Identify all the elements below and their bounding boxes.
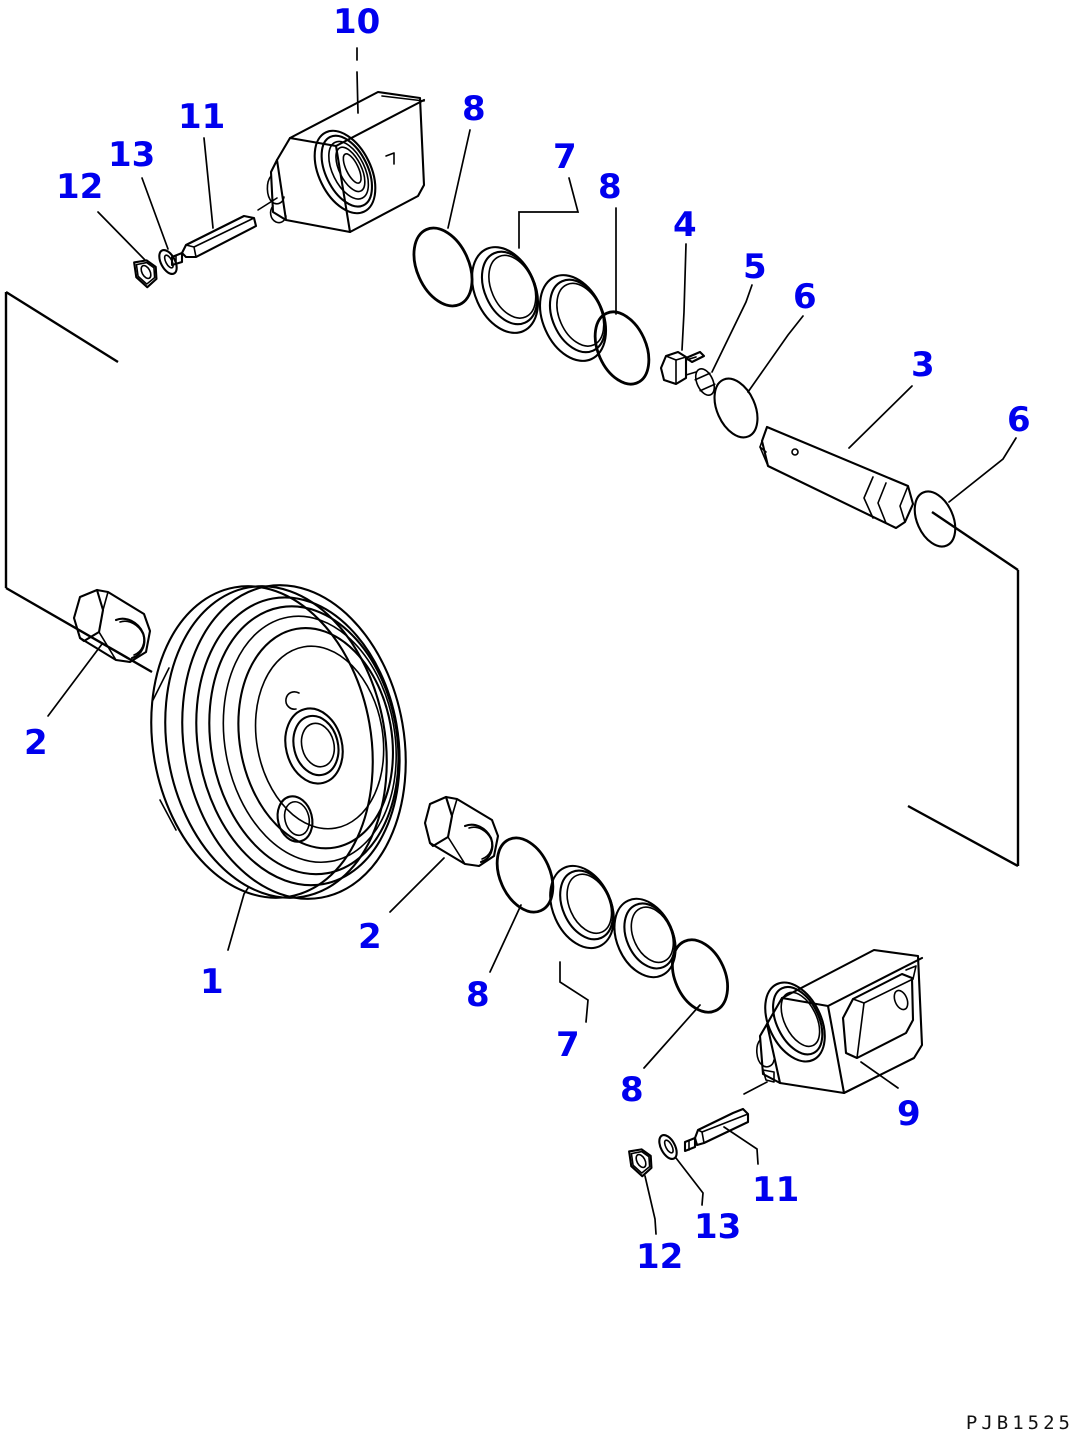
callout-5: 5 [743, 247, 767, 287]
part-2-bushing-right [425, 797, 498, 866]
callout-13-lower: 13 [694, 1207, 742, 1247]
callout-7-lower: 7 [556, 1025, 580, 1065]
part-12-nut-lower [625, 1143, 658, 1178]
callout-10: 10 [333, 2, 381, 42]
callout-2-right: 2 [358, 917, 382, 957]
callout-8-lower-1: 8 [466, 975, 490, 1015]
callout-11-lower: 11 [752, 1170, 800, 1210]
part-11-bolt-upper [172, 216, 256, 265]
callout-11-upper: 11 [178, 97, 226, 137]
part-10-support-bracket-upper [258, 92, 424, 232]
part-13-washer-lower [656, 1132, 681, 1162]
callout-6-right: 6 [1007, 400, 1031, 440]
callout-4: 4 [673, 205, 697, 245]
callout-3: 3 [911, 345, 935, 385]
callout-12-lower: 12 [636, 1237, 684, 1277]
part-8-o-ring-lower-2 [662, 931, 739, 1021]
part-11-bolt-lower [685, 1109, 748, 1151]
part-7-floating-seal-upper [459, 237, 618, 372]
part-8-o-ring-upper-2 [585, 304, 660, 393]
part-4-plug [661, 352, 704, 384]
part-1-idler-wheel [127, 567, 429, 916]
drawing-code: PJB1525 [965, 1412, 1074, 1434]
part-13-washer-upper [156, 247, 181, 277]
leader-lines [48, 48, 1016, 1234]
part-7-floating-seal-lower [538, 856, 687, 987]
callout-8-upper-1: 8 [462, 89, 486, 129]
callout-1: 1 [200, 962, 224, 1002]
callout-8-lower-2: 8 [620, 1070, 644, 1110]
callout-7-upper: 7 [553, 137, 577, 177]
part-12-nut-upper [130, 254, 163, 289]
part-9-support-bracket-lower [744, 950, 922, 1094]
callout-9: 9 [897, 1094, 921, 1134]
part-6-shim-right [907, 485, 963, 553]
callout-12-upper: 12 [56, 167, 104, 207]
part-2-bushing-left [74, 590, 150, 662]
part-3-idler-shaft [760, 427, 913, 528]
track-frame-outline [6, 292, 1018, 866]
callout-13-upper: 13 [108, 135, 156, 175]
part-5-spacer [692, 366, 718, 398]
callout-2-left: 2 [24, 723, 48, 763]
part-8-o-ring-lower-1 [486, 829, 563, 921]
part-6-shim-left [706, 372, 766, 444]
part-8-o-ring-upper-1 [403, 219, 484, 315]
callout-8-upper-2: 8 [598, 167, 622, 207]
callout-6-left: 6 [793, 277, 817, 317]
